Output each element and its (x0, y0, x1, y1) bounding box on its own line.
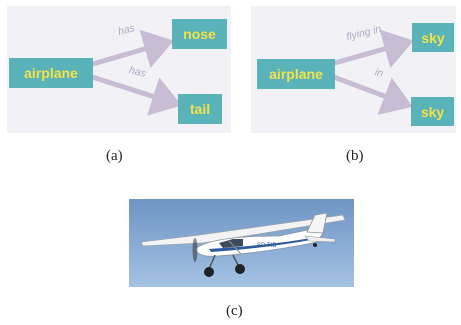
node-tail: tail (178, 94, 222, 124)
airplane-illustration: SP-TIB (140, 212, 346, 277)
landing-gear-leg-left (208, 254, 216, 270)
stabilizer (304, 235, 336, 243)
scene-graph-panel-b: airplane sky sky flying in in (251, 6, 456, 133)
node-sky-2: sky (411, 97, 454, 126)
edges-layer-b (330, 29, 414, 115)
node-airplane: airplane (257, 59, 335, 89)
tail-fin (306, 212, 328, 234)
scene-graph-panel-a: airplane nose tail has has (7, 6, 231, 133)
node-airplane: airplane (9, 58, 93, 88)
caption-a: (a) (106, 148, 123, 164)
propeller (192, 238, 198, 262)
airplane-photo: SP-TIB (129, 199, 354, 287)
node-sky-1: sky (412, 23, 454, 52)
edge-has-tail (88, 73, 182, 116)
caption-c: (c) (226, 303, 243, 319)
wing-strut (228, 240, 242, 255)
wing (140, 214, 346, 247)
node-nose: nose (172, 19, 227, 49)
registration-marking: SP-TIB (257, 243, 276, 249)
edge-has-nose (88, 29, 174, 69)
wheel-right (235, 264, 245, 274)
wheel-left (204, 267, 214, 277)
caption-b: (b) (346, 148, 364, 164)
edge-flying-in-sky (330, 29, 414, 69)
edges-layer-a (88, 29, 182, 116)
edge-in-sky (330, 73, 413, 115)
tail-wheel (313, 243, 317, 247)
